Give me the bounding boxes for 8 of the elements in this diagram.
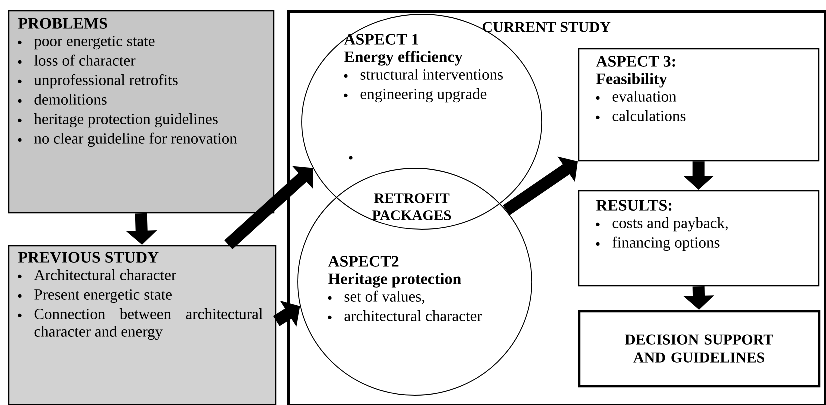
block-arrow [503,156,578,216]
previous-study-box: PREVIOUS STUDY Architectural character Present energetic state Connection between architectural character and energy [8,245,277,405]
problems-box: PROBLEMS poor energetic state loss of character unprofessional retrofits demolitions heritage protection guidelines no clear guideline for renovation [8,10,275,214]
block-arrow [224,166,314,250]
aspect-box: ASPECT 3: Feasibility evaluation calculations [578,48,820,162]
overlap-label: RETROFIT PACKAGES [372,194,452,220]
results-box: RESULTS: costs and payback, financing options [578,190,820,287]
decision-box: DECISION SUPPORT AND GUIDELINES [578,310,821,388]
